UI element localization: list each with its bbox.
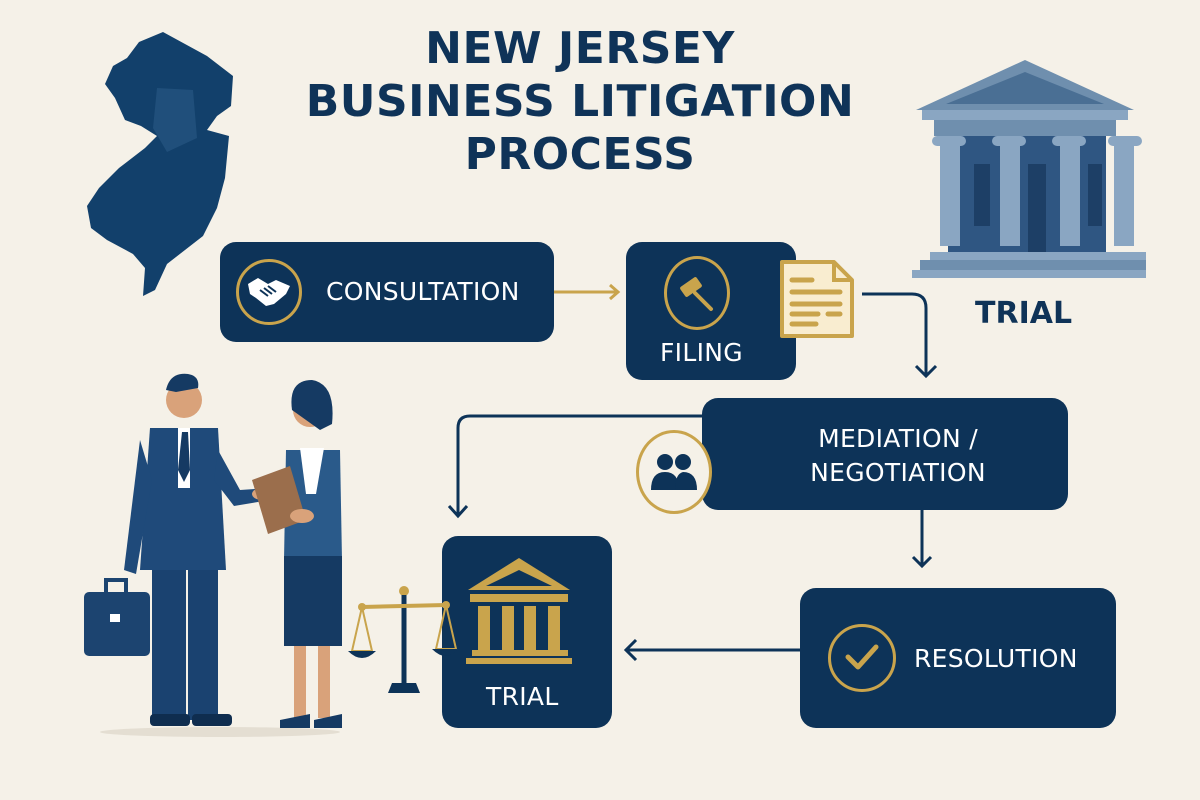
- gavel-icon: [664, 256, 730, 330]
- step-filing[interactable]: FILING: [626, 242, 796, 380]
- page-title: NEW JERSEY BUSINESS LITIGATION PROCESS: [250, 22, 910, 181]
- title-line-3: PROCESS: [464, 129, 696, 180]
- courthouse-icon: [464, 556, 574, 664]
- business-people-illustration: [80, 370, 360, 740]
- scales-icon: [348, 585, 458, 697]
- courthouse-caption: TRIAL: [975, 296, 1073, 331]
- step-consultation[interactable]: CONSULTATION: [220, 242, 554, 342]
- step-label: CONSULTATION: [326, 277, 520, 306]
- title-line-1: NEW JERSEY: [425, 23, 735, 74]
- document-icon: [778, 258, 858, 342]
- handshake-icon: [236, 259, 302, 325]
- arrow-mediation-to-resolution: [910, 510, 934, 570]
- arrow-mediation-to-trial: [448, 412, 704, 522]
- arrow-consultation-to-filing: [554, 282, 624, 302]
- step-label: TRIAL: [486, 682, 559, 711]
- arrow-resolution-to-trial: [620, 638, 802, 662]
- courthouse-illustration: [904, 60, 1146, 280]
- step-label: RESOLUTION: [914, 644, 1078, 673]
- people-icon: [636, 430, 712, 514]
- step-trial[interactable]: TRIAL: [442, 536, 612, 728]
- step-resolution[interactable]: RESOLUTION: [800, 588, 1116, 728]
- new-jersey-map-icon: [85, 28, 245, 298]
- step-label: FILING: [660, 338, 743, 367]
- arrow-filing-to-mediation: [860, 288, 944, 382]
- step-mediation[interactable]: MEDIATION / NEGOTIATION: [702, 398, 1068, 510]
- step-label: MEDIATION / NEGOTIATION: [810, 424, 986, 487]
- checkmark-icon: [828, 624, 896, 692]
- title-line-2: BUSINESS LITIGATION: [305, 76, 855, 127]
